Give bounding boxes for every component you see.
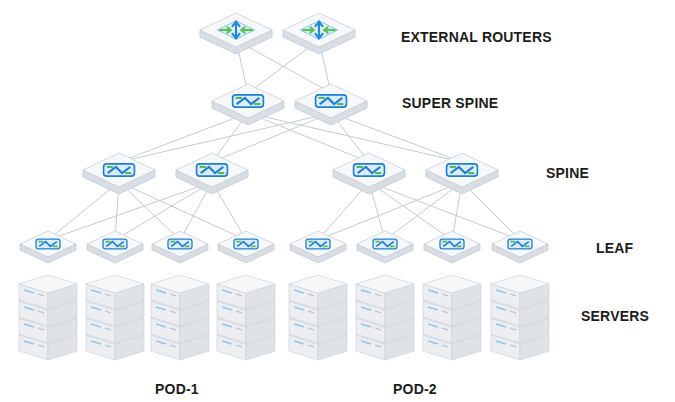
tier-label: EXTERNAL ROUTERS bbox=[401, 30, 552, 44]
server-stack bbox=[86, 275, 144, 360]
switch-icon bbox=[426, 153, 498, 194]
switch-icon bbox=[424, 231, 480, 263]
pod-label: POD-1 bbox=[155, 382, 199, 396]
link-line bbox=[462, 182, 520, 240]
switch-icon bbox=[212, 84, 284, 125]
link-line bbox=[248, 113, 462, 162]
switch-icon bbox=[152, 231, 208, 263]
switch-icon bbox=[333, 153, 405, 194]
link-line bbox=[119, 182, 246, 240]
links bbox=[48, 40, 520, 240]
tier-label: SUPER SPINE bbox=[402, 96, 498, 110]
server-stack bbox=[217, 275, 275, 360]
server-stack bbox=[491, 275, 549, 360]
switch-icon bbox=[357, 231, 413, 263]
router-icon bbox=[200, 13, 272, 54]
link-line bbox=[369, 182, 520, 240]
pod-label: POD-2 bbox=[393, 382, 437, 396]
link-line bbox=[119, 182, 180, 240]
server-stack bbox=[289, 275, 347, 360]
link-line bbox=[212, 113, 331, 162]
switch-icon bbox=[176, 153, 248, 194]
server-stack bbox=[151, 275, 209, 360]
server-stack bbox=[356, 275, 414, 360]
tier-label: LEAF bbox=[596, 241, 633, 255]
tier-label: SPINE bbox=[546, 166, 589, 180]
link-line bbox=[48, 182, 119, 240]
link-line bbox=[48, 182, 212, 240]
switch-icon bbox=[218, 231, 274, 263]
link-line bbox=[331, 113, 462, 162]
link-line bbox=[318, 182, 462, 240]
switch-icon bbox=[295, 84, 367, 125]
server-stack bbox=[19, 275, 77, 360]
link-line bbox=[119, 113, 331, 162]
switch-icon bbox=[87, 231, 143, 263]
tier-label: SERVERS bbox=[581, 309, 649, 323]
switch-icon bbox=[20, 231, 76, 263]
switch-icon bbox=[290, 231, 346, 263]
router-icon bbox=[283, 13, 355, 54]
switch-icon bbox=[83, 153, 155, 194]
server-stack bbox=[423, 275, 481, 360]
switch-icon bbox=[492, 231, 548, 263]
link-line bbox=[115, 182, 212, 240]
